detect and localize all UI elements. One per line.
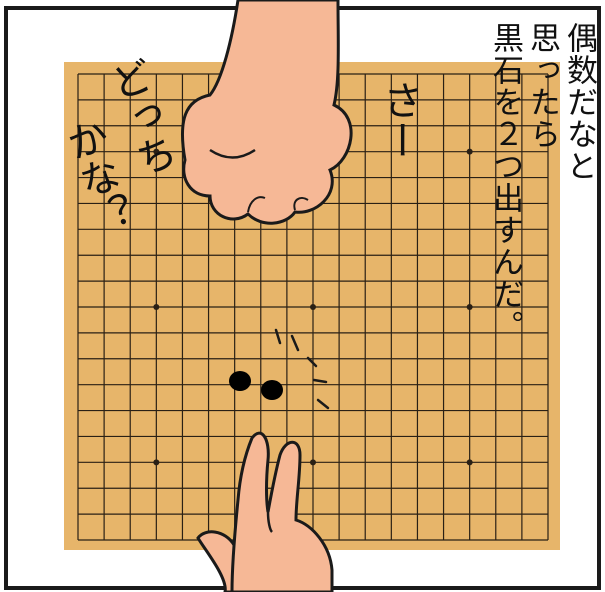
speech-sa: さー [376,80,422,160]
star-point [310,304,316,310]
star-point [153,459,160,466]
black-stone [229,371,251,391]
narration-line-1: 偶数だなと [561,22,597,182]
star-point [153,148,160,155]
narration-line-2: 思ったら [524,22,560,150]
black-stones [229,371,283,400]
emphasis-marks [274,328,330,410]
star-point [153,304,160,310]
fist-hand [181,0,353,225]
black-stone [261,380,283,400]
narration-line-3: 黒石を２つ出すんだ。 [487,22,523,342]
star-point [466,304,473,310]
star-point [310,459,316,466]
star-point [466,148,473,155]
star-point [466,459,473,466]
